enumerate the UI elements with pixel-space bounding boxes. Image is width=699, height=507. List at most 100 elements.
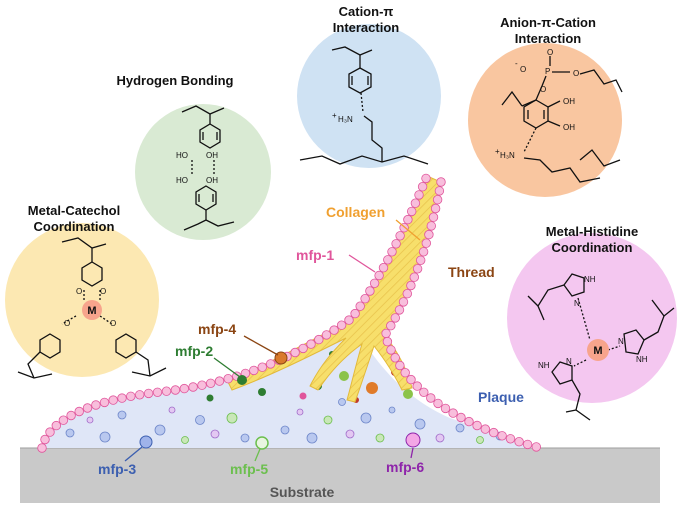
anion-pi-cation-bubble bbox=[468, 43, 622, 197]
metal-histidine-structure bbox=[527, 273, 675, 421]
metal-histidine-n-3: N bbox=[566, 357, 572, 366]
metal-histidine-nh-2: NH bbox=[636, 355, 648, 364]
anion-pi-h3n: H₃N bbox=[500, 151, 515, 160]
mfp1-bead bbox=[419, 387, 429, 398]
metal-catechol-structure bbox=[17, 237, 167, 379]
metal-histidine-nh-1: NH bbox=[584, 275, 596, 284]
metal-catechol-o-1: O bbox=[76, 287, 82, 296]
mfp1-bead bbox=[412, 381, 422, 391]
cation-pi-title-2: Interaction bbox=[333, 20, 400, 35]
mfp1-bead bbox=[407, 206, 417, 217]
mfp1-bead bbox=[51, 420, 62, 431]
cation-pi-h3n: H₃N bbox=[338, 115, 353, 124]
hydrogen-oh-top: OH bbox=[206, 151, 218, 160]
mfp1-bead bbox=[378, 263, 389, 273]
metal-catechol-o-2: O bbox=[100, 287, 106, 296]
mfp1-bead bbox=[432, 194, 443, 205]
mfp1-bead bbox=[382, 336, 393, 347]
mfp1-bead bbox=[390, 313, 401, 323]
mfp1-bead bbox=[464, 416, 474, 427]
metal-histidine-n-1: N bbox=[574, 299, 580, 308]
mfp3-particle bbox=[139, 435, 153, 449]
anion-pi-minus: - bbox=[515, 59, 518, 68]
anion-pi-o-minus: O bbox=[520, 65, 526, 74]
mfp1-bead bbox=[381, 328, 391, 339]
mfp1-bead bbox=[350, 308, 360, 319]
thread-label: Thread bbox=[448, 264, 495, 280]
metal-histidine-metal bbox=[587, 339, 609, 361]
mfp1-bead bbox=[400, 368, 410, 378]
mfp1-bead bbox=[416, 255, 426, 265]
mfp1-bead bbox=[369, 278, 380, 289]
mfp1-bead bbox=[37, 443, 47, 453]
mfp1-bead bbox=[398, 297, 409, 307]
mfp1-bead bbox=[265, 359, 276, 369]
mfp1-bead bbox=[417, 181, 428, 192]
mfp1-bead bbox=[430, 203, 441, 214]
mfp1-bead bbox=[456, 412, 466, 423]
mfp1-bead bbox=[402, 289, 413, 299]
mfp1-bead bbox=[383, 255, 393, 265]
mfp1-bead bbox=[428, 212, 439, 222]
mfp1-bead bbox=[394, 305, 405, 315]
mfp1-bead bbox=[108, 395, 118, 405]
mfp1-bead bbox=[74, 406, 84, 417]
metal-histidine-title: Metal-Histidine bbox=[546, 224, 638, 239]
mfp1-bead bbox=[117, 393, 127, 403]
metal-histidine-nh-3: NH bbox=[538, 361, 550, 370]
metal-histidine-m: M bbox=[593, 345, 602, 357]
mfp2-particle bbox=[237, 375, 247, 385]
mfp1-bead bbox=[257, 362, 268, 372]
mfp1-bead bbox=[386, 321, 396, 331]
mfp1-bead bbox=[409, 272, 420, 282]
mfp1-bead bbox=[306, 339, 316, 349]
mfp1-bead bbox=[66, 410, 76, 421]
mfp1-bead bbox=[531, 442, 542, 452]
mfp1-bead bbox=[344, 315, 354, 325]
mfp3-label: mfp-3 bbox=[98, 461, 136, 477]
mfp1-bead bbox=[410, 198, 421, 208]
anion-pi-p: P bbox=[545, 67, 550, 76]
mfp1-bead bbox=[45, 427, 55, 437]
leader-lines bbox=[124, 219, 421, 462]
mfp1-bead bbox=[298, 343, 308, 354]
mfp1-bead bbox=[91, 400, 101, 410]
anion-pi-o-left: O bbox=[540, 85, 546, 94]
mfp1-bead bbox=[214, 376, 225, 386]
mfp1-bead bbox=[418, 247, 429, 257]
mfp1-label: mfp-1 bbox=[296, 247, 334, 263]
cation-pi-bubble bbox=[297, 24, 441, 168]
mfp1-bead bbox=[412, 264, 423, 274]
metal-histidine-bubble bbox=[507, 233, 677, 403]
mfp1-bead bbox=[433, 398, 443, 409]
mfp1-bead bbox=[472, 420, 482, 431]
anion-pi-title: Anion-π-Cation bbox=[500, 15, 596, 30]
mfp1-bead bbox=[179, 383, 190, 394]
mfp1-bead bbox=[152, 387, 163, 398]
mfp1-bead bbox=[434, 186, 445, 196]
hydrogen-ho-top: HO bbox=[176, 151, 188, 160]
cation-pi-structure bbox=[299, 46, 429, 165]
mfp1-bead bbox=[249, 365, 259, 376]
mfp1-bead bbox=[406, 280, 416, 291]
anion-pi-oh-2: OH bbox=[563, 123, 575, 132]
metal-catechol-metal bbox=[82, 300, 102, 320]
mfp1-bead bbox=[480, 424, 491, 434]
mfp1-bead bbox=[170, 385, 181, 395]
mfp1-bead bbox=[134, 390, 145, 400]
hydrogen-bonding-bubble bbox=[135, 104, 271, 240]
mfp1-bead bbox=[489, 427, 499, 438]
mfp1-bead bbox=[321, 330, 332, 340]
hydrogen-bonding-structure bbox=[181, 105, 235, 231]
plaque-particles bbox=[65, 351, 524, 446]
mfp1-bead bbox=[374, 270, 384, 281]
mfp1-bead bbox=[387, 247, 397, 257]
plaque-label: Plaque bbox=[478, 389, 524, 405]
anion-pi-plus: + bbox=[495, 147, 500, 156]
mfp1-bead bbox=[161, 386, 172, 396]
metal-histidine-n-2: N bbox=[618, 337, 624, 346]
mfp1-bead bbox=[329, 325, 339, 335]
mfp1-bead bbox=[360, 294, 370, 304]
mfp1-bead bbox=[414, 190, 424, 200]
